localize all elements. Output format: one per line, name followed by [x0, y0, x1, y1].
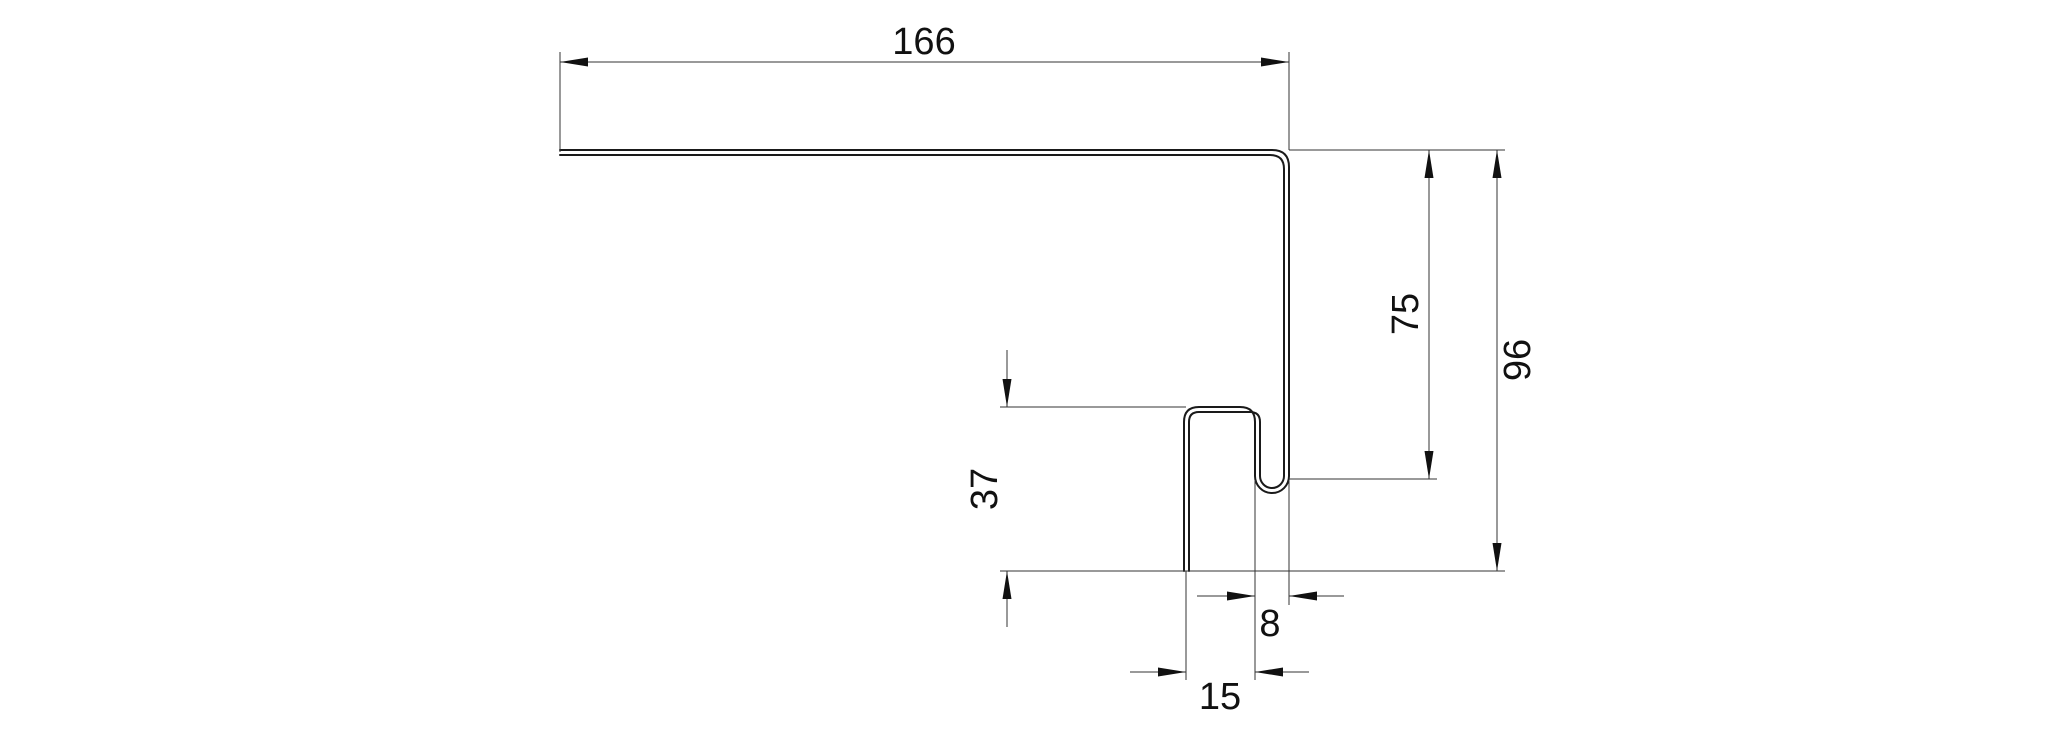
arrow-37-bottom	[1002, 571, 1012, 599]
dimension-inner-height: 75	[1385, 150, 1434, 479]
dimension-total-height: 96	[1492, 150, 1539, 571]
arrow-15-left	[1158, 667, 1186, 677]
profile-outline	[559, 149, 1290, 572]
arrow-37-top	[1002, 379, 1012, 407]
arrow-8-left	[1227, 591, 1255, 601]
dim-label-75: 75	[1385, 293, 1427, 335]
arrow-96-top	[1492, 150, 1502, 178]
arrow-166-right	[1261, 57, 1289, 67]
dim-label-8: 8	[1259, 603, 1280, 645]
dim-label-166: 166	[892, 21, 955, 63]
arrow-166-left	[560, 57, 588, 67]
dimension-top-width: 166	[560, 21, 1289, 67]
dim-label-15: 15	[1199, 676, 1241, 718]
arrow-75-bottom	[1424, 451, 1434, 479]
dimension-gap-width: 8	[1197, 591, 1344, 645]
dim-label-37: 37	[964, 468, 1006, 510]
profile-inner-line	[559, 154, 1285, 572]
profile-outer-line	[559, 149, 1290, 572]
dimension-channel-width: 15	[1130, 667, 1309, 718]
arrow-75-top	[1424, 150, 1434, 178]
arrow-8-right	[1289, 591, 1317, 601]
dim-label-96: 96	[1497, 339, 1539, 381]
dimension-flange-height: 37	[964, 350, 1012, 627]
arrow-15-right	[1255, 667, 1283, 677]
extension-lines	[559, 52, 1505, 680]
arrow-96-bottom	[1492, 543, 1502, 571]
